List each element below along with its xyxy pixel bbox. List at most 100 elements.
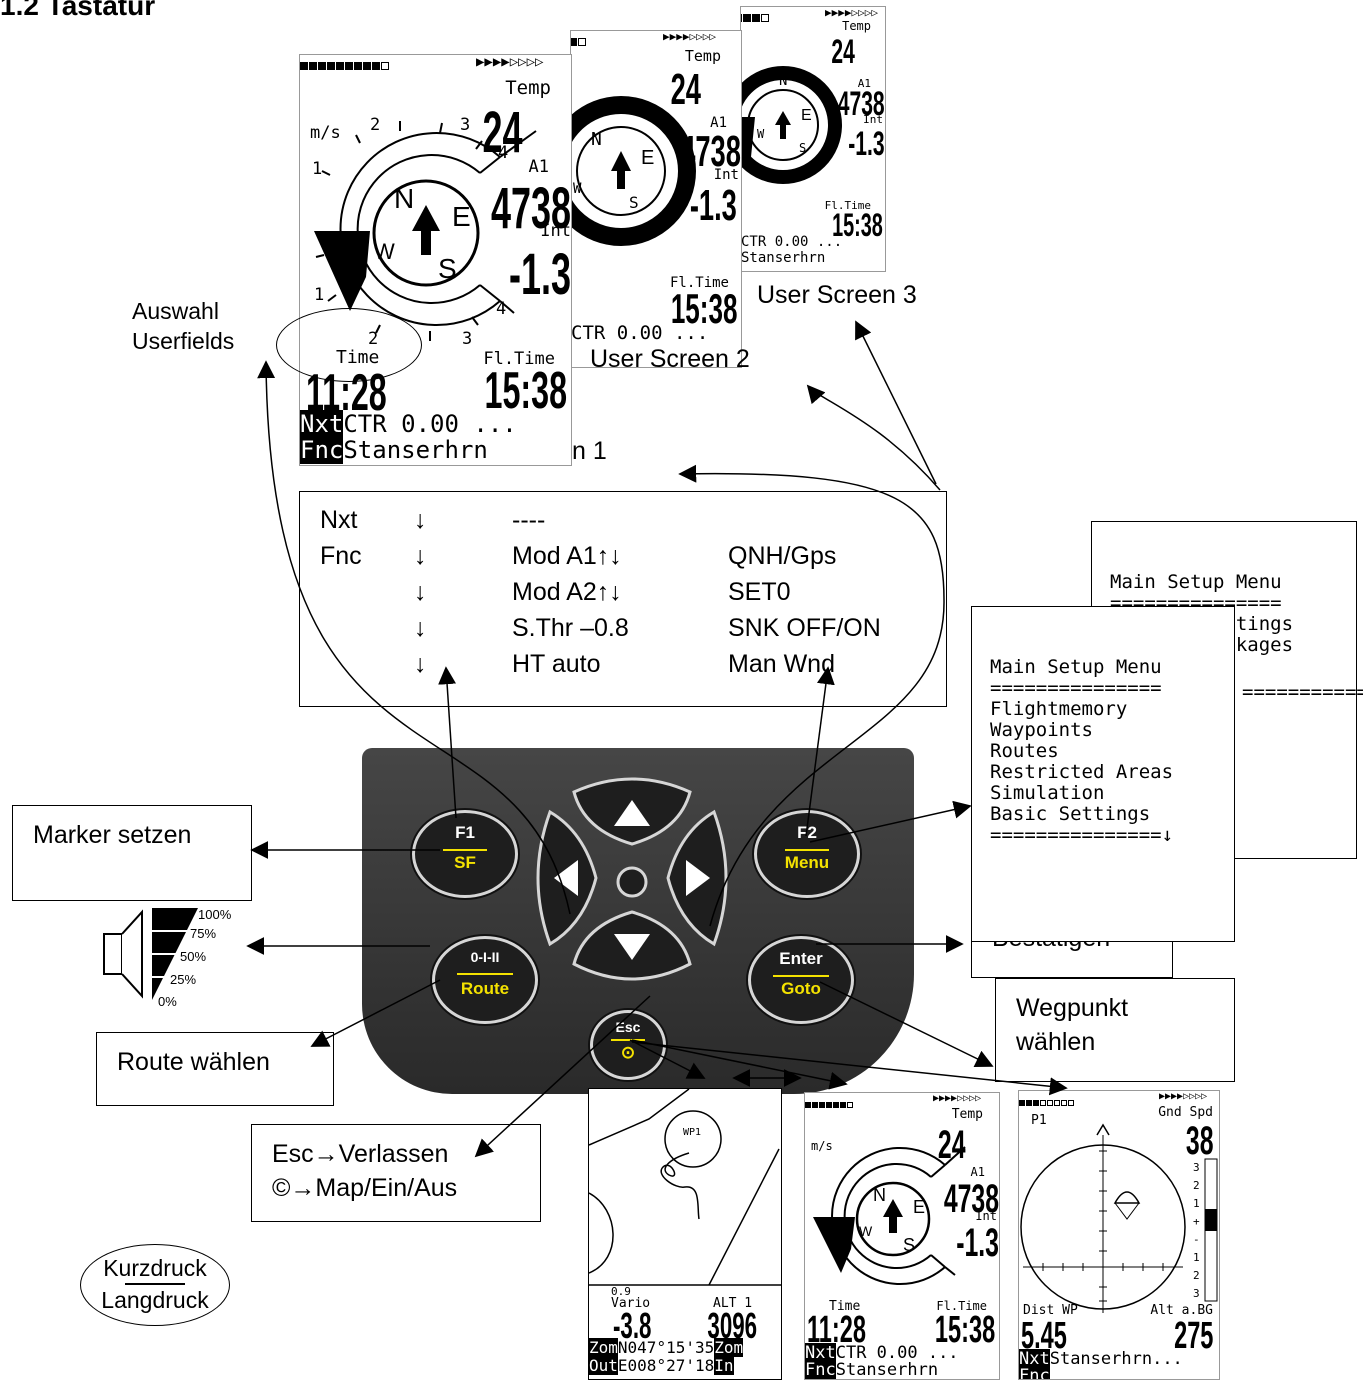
location-line: Stanserhrn [741, 250, 826, 266]
ctr-line: CTR 0.00 ... [835, 1343, 959, 1363]
signal-icon: ▶▶▶▶▷▷▷▷ [933, 1093, 982, 1104]
ctr-line: CTR 0.00 ... [571, 322, 709, 344]
temp-value: 24 [670, 65, 701, 114]
compass-gauge [741, 66, 842, 184]
compass-s: S [438, 253, 457, 284]
unit-label: m/s [310, 123, 341, 143]
alt-bg-label: Alt a.BG [1150, 1303, 1213, 1318]
vol-25: 25% [170, 972, 197, 987]
scale-1: 1 [312, 159, 323, 179]
a1-label: A1 [710, 115, 727, 131]
compass-s: S [903, 1235, 916, 1255]
compass-n: N [873, 1185, 886, 1205]
vol-50: 50% [180, 949, 207, 964]
ground-speed-value: 38 [1185, 1119, 1213, 1163]
int-label: Int [713, 167, 739, 183]
fltime-label: Fl.Time [669, 275, 729, 291]
user-screen-1-label: n 1 [572, 437, 607, 465]
temp-label: Temp [951, 1107, 983, 1122]
user-screen-1: ▶▶▶▶▷▷▷▷ Temp 24 m/s A1 4738 Int -1.3 2 … [299, 54, 572, 466]
fnc-tag: Fnc [1019, 1366, 1050, 1379]
int-value: -1.3 [848, 125, 885, 163]
fltime-value: 15:38 [934, 1309, 995, 1351]
fnc-tag: Fnc [300, 436, 344, 464]
user-screen-2-label: User Screen 2 [590, 345, 750, 373]
vario-label: Vario [611, 1296, 651, 1311]
location-line: Stanserhrn [343, 436, 488, 464]
nxt-tag: Nxt [1019, 1349, 1050, 1369]
volume-levels: 100% [198, 907, 232, 922]
navigation-radar [1020, 1123, 1218, 1313]
temp-label: Temp [505, 77, 551, 99]
ctr-line: CTR 0.00 ... [343, 410, 517, 438]
press-legend: Kurzdruck Langdruck [80, 1244, 230, 1326]
compass-n: N [591, 129, 602, 150]
a1-value: 4738 [491, 176, 571, 241]
compass-n: N [779, 73, 788, 89]
dist-wp-label: Dist WP [1023, 1303, 1078, 1318]
user-screen-2: ▶▶▶▶▷▷▷▷ Temp 24 A1 4738 Int -1.3 E N W … [570, 30, 742, 368]
compass-e: E [913, 1197, 926, 1217]
scale-3: 3 [460, 115, 471, 135]
battery-icon [741, 7, 770, 26]
temp-value: 24 [831, 33, 855, 71]
vario-value: -3.8 [613, 1305, 652, 1346]
scale-4b: 4 [496, 299, 507, 319]
compass-e: E [641, 147, 655, 169]
alt-bg-value: 275 [1173, 1315, 1213, 1357]
a1-label: A1 [970, 1165, 985, 1179]
a1-value: 4738 [943, 1177, 999, 1221]
fnc-tag: Fnc [805, 1360, 836, 1380]
user-screen-3-label: User Screen 3 [757, 281, 917, 309]
ctr-line: CTR 0.00 ... [741, 234, 843, 250]
a1-label: A1 [528, 157, 549, 177]
enter-goto-key[interactable]: Enter Goto [748, 936, 854, 1024]
keypad: F1 SF F2 Menu 0-I-II Route Enter Goto Es… [362, 748, 914, 1094]
vol-0: 0% [158, 994, 177, 1009]
longitude: E008°27'18 [617, 1356, 715, 1375]
page-heading: 1.2 Tastatur [0, 0, 156, 21]
battery-icon [805, 1093, 875, 1112]
down-arrow-icon [614, 934, 650, 960]
compass-n: N [394, 183, 415, 214]
time-label: Time [829, 1299, 861, 1314]
speaker-icon [103, 908, 200, 1000]
zoom-out-label: Zom [589, 1338, 618, 1357]
main-screen-small: ▶▶▶▶▷▷▷▷ Temp 24 m/s A1 4738 Int -1.3 N … [804, 1092, 1000, 1380]
map-scale: 0.9 [611, 1285, 631, 1298]
compass-e: E [452, 201, 471, 232]
signal-icon: ▶▶▶▶▷▷▷▷ [663, 30, 716, 43]
compass-s: S [629, 193, 639, 212]
compass-w: W [757, 127, 765, 141]
ground-speed-label: Gnd Spd [1158, 1105, 1213, 1120]
more-dots: ... [1152, 1349, 1183, 1369]
int-label: Int [975, 1209, 997, 1223]
compass-s: S [799, 141, 807, 155]
scale-4: 4 [498, 143, 509, 163]
up-arrow-icon [614, 800, 650, 826]
route-waehlen-box: Route wählen [96, 1032, 334, 1106]
fltime-value: 15:38 [670, 285, 737, 332]
vol-75: 75% [190, 926, 217, 941]
map-screen: WP1 0.9 Vario -3.8 ALT 1 3096 ZomN047°15… [588, 1088, 782, 1380]
battery-icon [300, 55, 396, 74]
alt-label: ALT 1 [713, 1296, 753, 1311]
fltime-label: Fl.Time [824, 199, 871, 212]
unit-label: m/s [811, 1139, 833, 1153]
compass-e: E [801, 107, 812, 124]
int-value: -1.3 [689, 181, 737, 230]
a1-label: A1 [857, 77, 871, 90]
signal-icon: ▶▶▶▶▷▷▷▷ [1159, 1091, 1208, 1102]
location-line: Stanserhrn [1049, 1349, 1153, 1369]
a1-value: 4738 [838, 85, 885, 123]
scale-2: 2 [370, 115, 381, 135]
waypoint-label: WP1 [683, 1127, 702, 1138]
battery-icon [571, 31, 587, 50]
user-screen-3: ▶▶▶▶▷▷▷▷ Temp 24 A1 4738 Int -1.3 E N W … [740, 6, 886, 272]
fltime-value: 15:38 [832, 207, 883, 243]
zoom-in-tag: In [714, 1356, 734, 1375]
